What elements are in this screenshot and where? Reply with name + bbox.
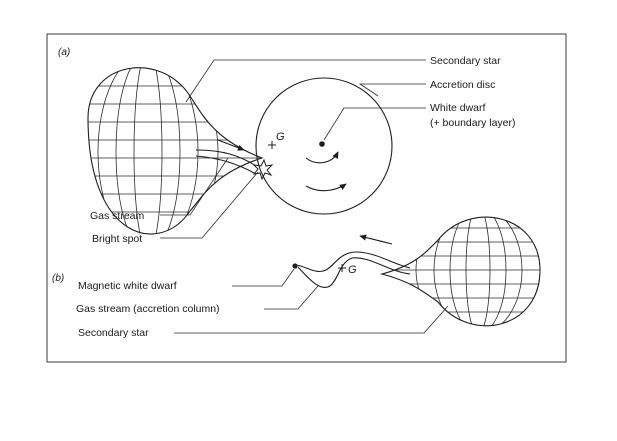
label-boundary-layer: (+ boundary layer)	[430, 117, 516, 129]
g-center-of-mass-b	[338, 264, 346, 272]
label-secondary-star-b: Secondary star	[78, 327, 149, 339]
label-magnetic-white-dwarf: Magnetic white dwarf	[78, 280, 177, 292]
accretion-disc-circle	[255, 77, 393, 215]
leader-gas-stream-column	[264, 285, 319, 310]
magnetic-white-dwarf-dot	[292, 263, 298, 269]
leader-magnetic-white-dwarf	[232, 268, 295, 287]
leader-secondary-star-a	[185, 59, 426, 103]
label-bright-spot: Bright spot	[92, 233, 142, 245]
label-secondary-star-a: Secondary star	[430, 55, 501, 67]
g-center-of-mass-a	[268, 141, 276, 149]
g-label-a: G	[276, 131, 285, 143]
white-dwarf-dot	[319, 141, 325, 147]
panel-a-tag: (a)	[58, 47, 70, 58]
bright-spot-marker	[252, 158, 274, 181]
disc-flow-arrow-inner	[305, 151, 339, 164]
leader-white-dwarf	[323, 107, 426, 141]
leader-secondary-star-b	[174, 305, 449, 334]
leader-accretion-disc	[358, 83, 426, 97]
panel-b-tag: (b)	[52, 273, 64, 284]
label-accretion-disc: Accretion disc	[430, 79, 495, 91]
figure-frame	[46, 33, 567, 363]
g-label-b: G	[348, 264, 357, 276]
leader-gas-stream-a	[160, 157, 229, 216]
disc-flow-arrow-outer	[305, 183, 347, 192]
label-white-dwarf: White dwarf	[430, 102, 486, 114]
label-gas-stream-a: Gas stream	[90, 210, 145, 222]
label-gas-stream-column: Gas stream (accretion column)	[76, 303, 220, 315]
accretion-column-b	[295, 234, 411, 288]
leader-bright-spot	[160, 171, 259, 239]
